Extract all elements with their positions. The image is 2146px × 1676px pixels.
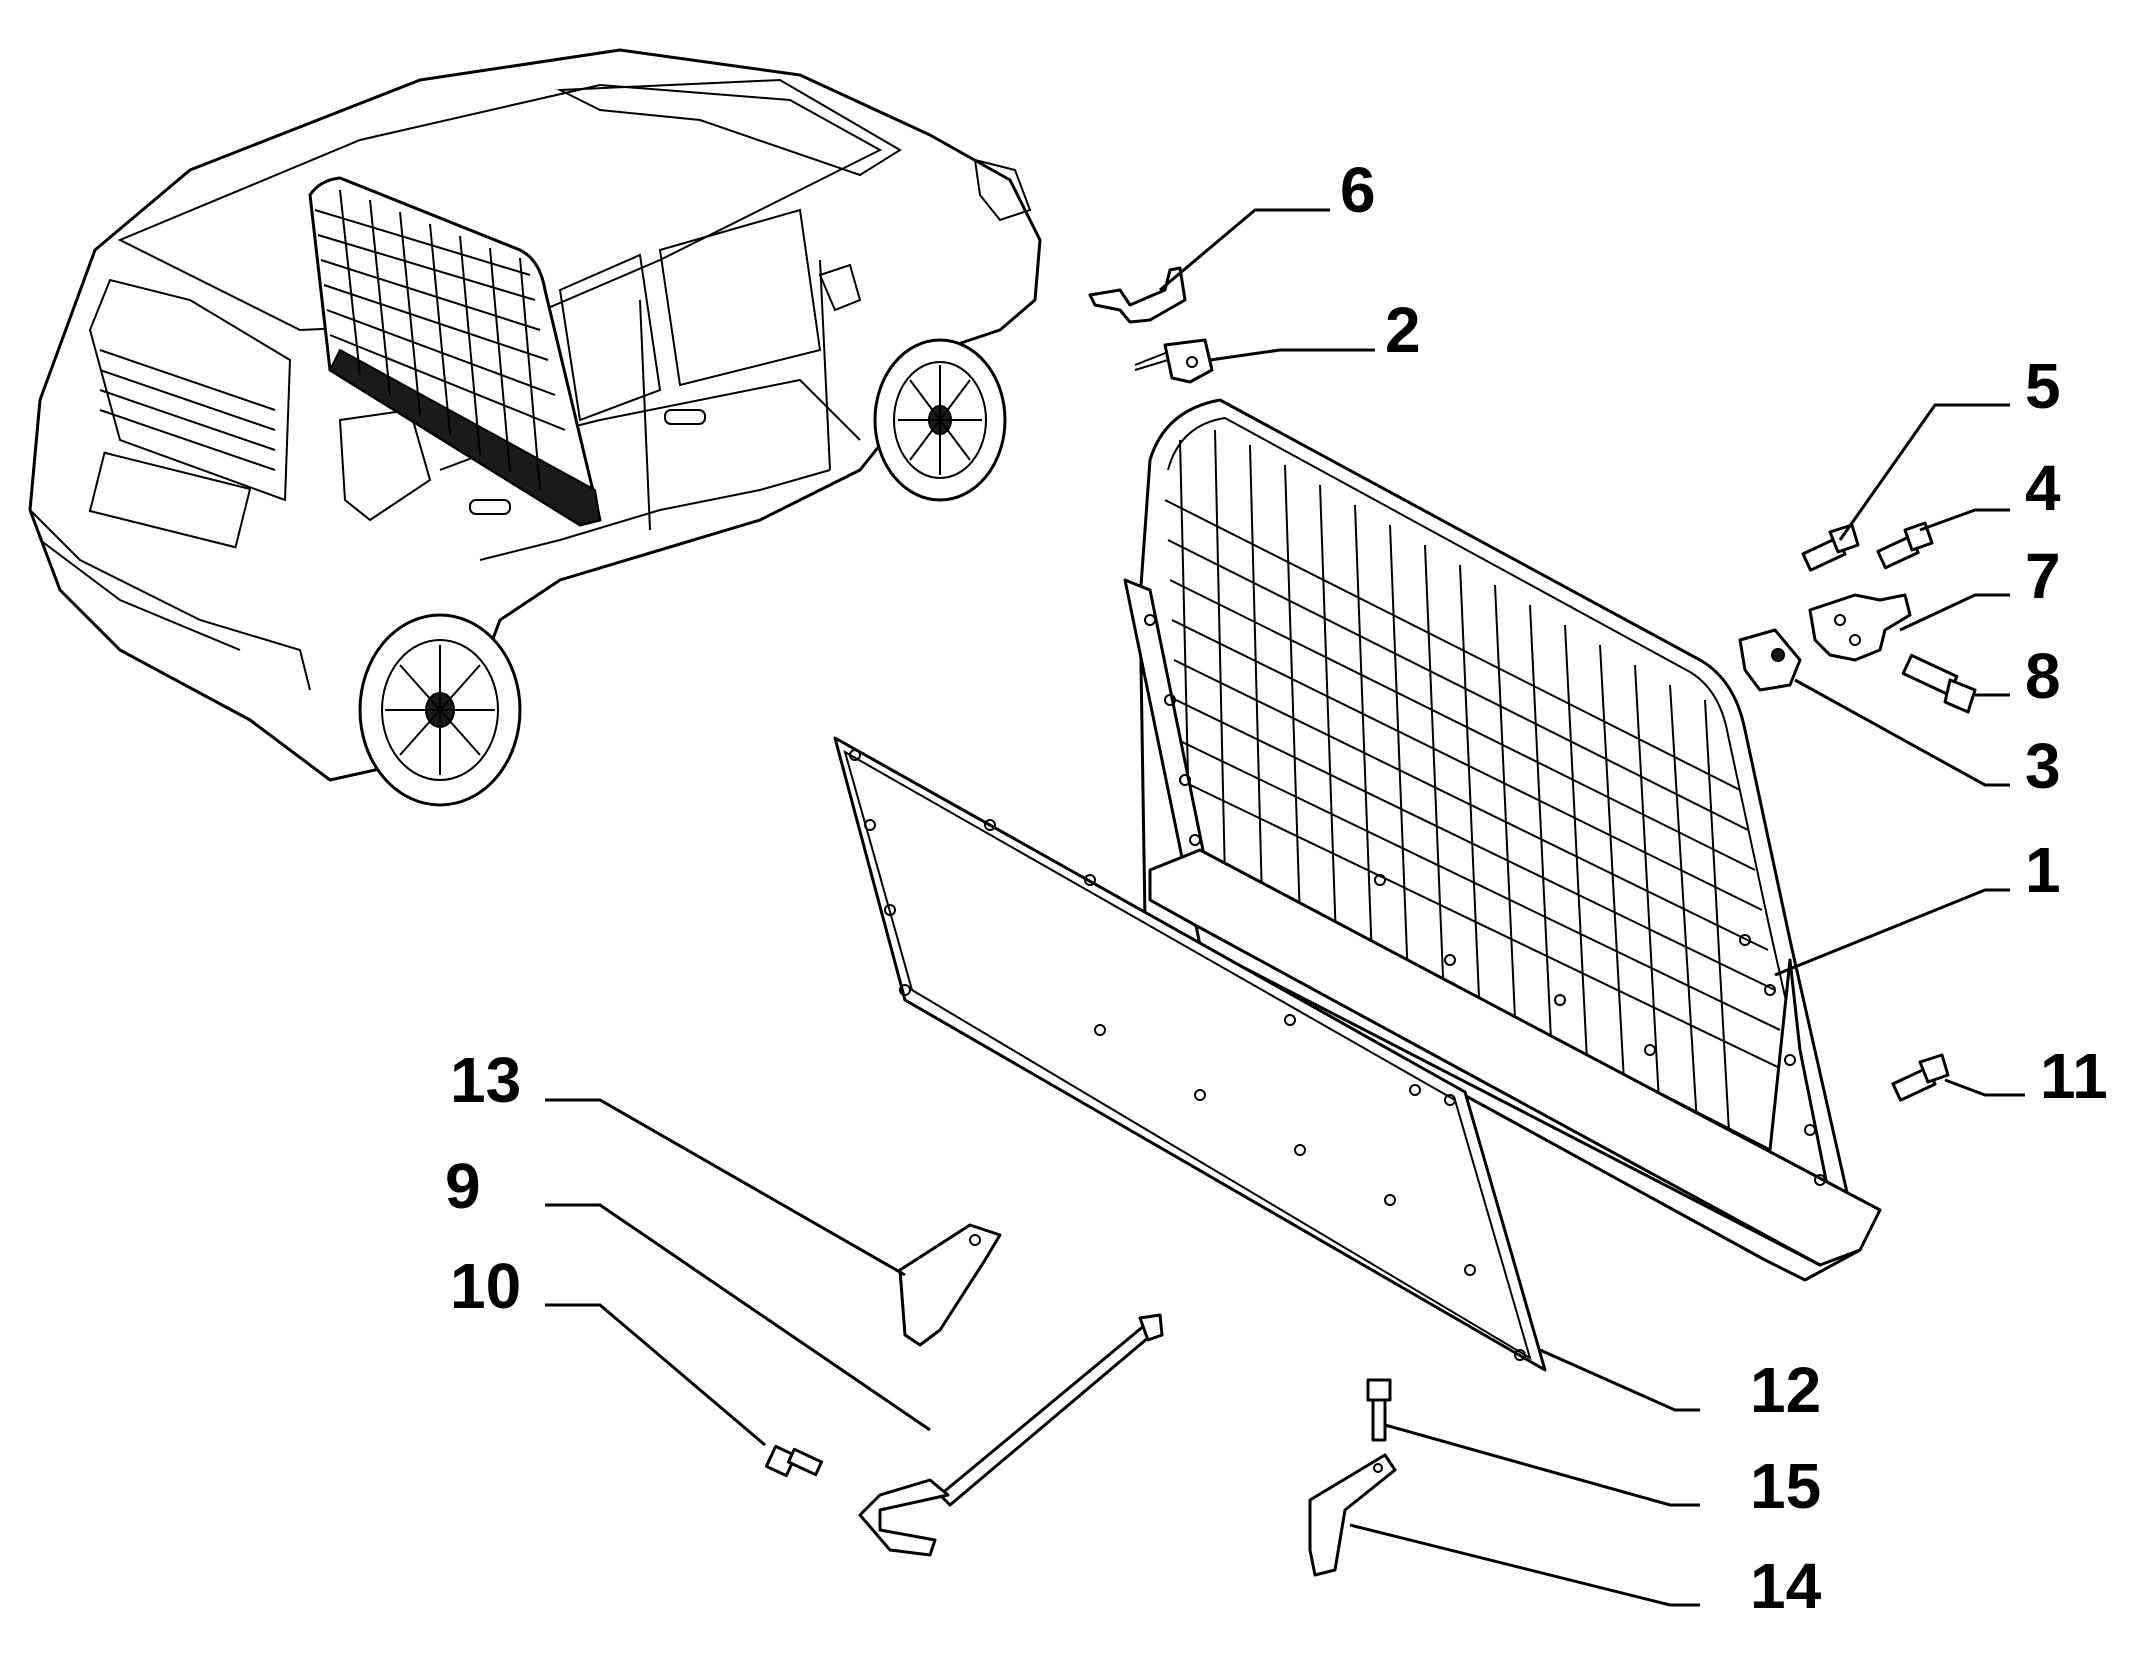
part-6-bracket [1088,266,1187,324]
part-12-base-panel [833,736,1547,1372]
leader-15 [1384,1423,1700,1507]
rear-wheel [358,613,522,807]
leader-2 [1209,348,1375,362]
callout-7: 7 [2025,540,2061,612]
callout-4: 4 [2025,452,2061,524]
callout-labels: 6 2 5 4 7 8 3 1 11 13 9 10 12 15 14 [445,154,2108,1622]
leader-9 [545,1203,931,1432]
callout-12: 12 [1750,1354,1821,1426]
leader-10 [545,1303,766,1447]
part-14-bracket [1308,1453,1397,1577]
leader-6 [1159,208,1330,292]
front-wheel [873,338,1007,502]
callout-5: 5 [2025,350,2061,422]
leader-11 [1944,1078,2025,1097]
leader-4 [1919,508,2010,532]
leader-12 [1539,1348,1700,1412]
part-2-clip [1134,338,1214,384]
part-9-support-rod [858,1313,1164,1557]
callout-3: 3 [2025,730,2061,802]
leader-lines [545,208,2025,1607]
part-7-hinge [1808,593,1912,662]
callout-10: 10 [450,1250,521,1322]
callout-1: 1 [2025,834,2061,906]
leader-5 [1838,403,2010,541]
part-10-bolt [764,1444,824,1478]
part-11-bolt [1891,1053,1950,1102]
leader-1 [1774,888,2010,977]
installed-partition-net [308,176,602,527]
callout-6: 6 [1340,154,1376,226]
part-12-holes [849,749,1526,1361]
part-1-partition-grille [1123,398,1882,1282]
callout-14: 14 [1750,1550,1822,1622]
part-1-holes [1144,614,1826,1186]
part-4-bolt [1876,521,1934,570]
part-8-bolt [1901,653,1977,714]
part-5-bolt [1801,523,1860,572]
callout-15: 15 [1750,1450,1821,1522]
part-15-bolt [1366,1378,1392,1442]
callout-9: 9 [445,1150,481,1222]
callout-2: 2 [1385,294,1421,366]
callout-8: 8 [2025,640,2061,712]
car-illustration [28,48,1042,807]
leader-14 [1349,1523,1700,1607]
callout-11: 11 [2040,1040,2108,1112]
callout-13: 13 [450,1044,521,1116]
part-3-plate [1738,628,1802,692]
leader-7 [1899,593,2010,632]
leader-3 [1794,678,2010,787]
part-13-bracket [898,1223,1002,1347]
leader-13 [545,1098,906,1277]
